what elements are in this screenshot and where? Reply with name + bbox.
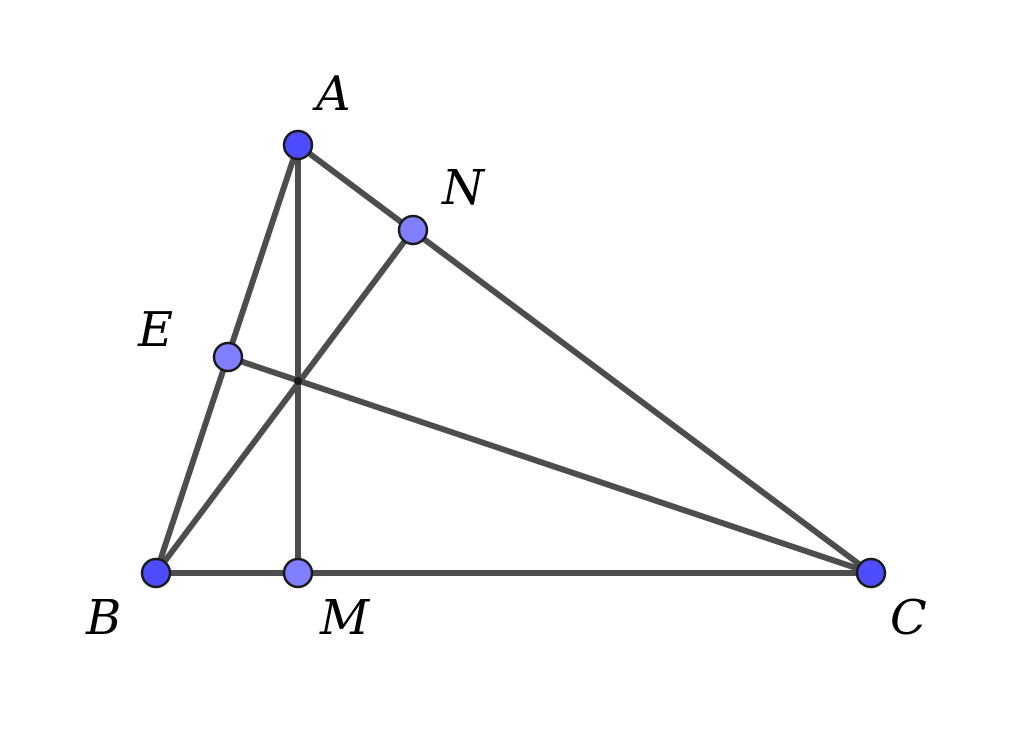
label-C: C (890, 590, 927, 646)
point-C (855, 557, 887, 589)
point-M (282, 557, 314, 589)
label-M: M (319, 590, 371, 646)
label-N: N (441, 160, 486, 216)
point-N (397, 214, 429, 246)
point-B (140, 557, 172, 589)
label-E: E (137, 302, 173, 358)
segment-BN (153, 227, 416, 576)
label-B: B (85, 590, 121, 646)
segments-layer (153, 142, 874, 576)
labels-layer: A N E B M C (85, 66, 927, 646)
point-orthocenter (294, 377, 302, 385)
segment-AC (295, 142, 874, 576)
label-A: A (312, 66, 351, 122)
point-E (212, 341, 244, 373)
points-layer (140, 129, 887, 589)
point-A (282, 129, 314, 161)
segment-CE (225, 354, 874, 576)
